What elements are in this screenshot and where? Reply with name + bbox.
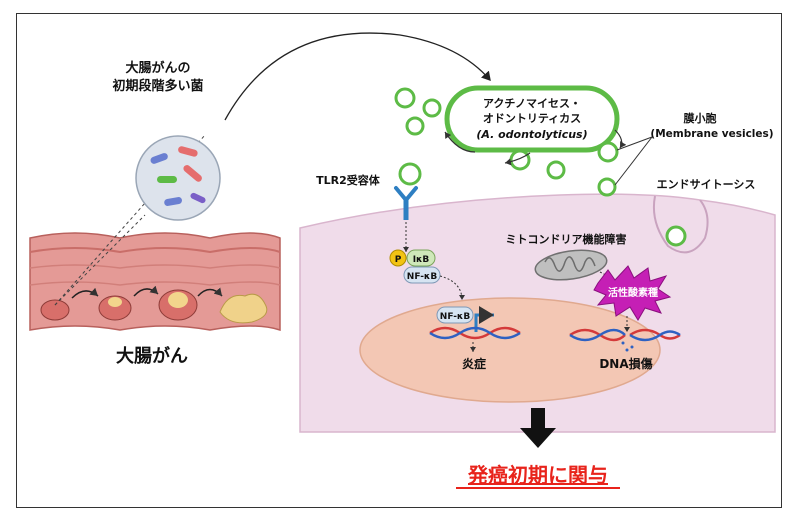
membrane-vesicles-jp: 膜小胞 (684, 111, 717, 125)
mitochondria-icon (534, 249, 608, 281)
ros-label: 活性酸素種 (608, 286, 658, 299)
nucleus (359, 297, 661, 403)
receptor-icon (394, 186, 418, 220)
burst-icon (593, 265, 672, 321)
conclusion-label: 発癌初期に関与 (467, 463, 608, 487)
nfkb-complex (389, 249, 441, 284)
bacterium-name-latin: (A. odontolyticus) (476, 128, 587, 141)
bacteria-cluster-icon (135, 135, 221, 221)
membrane-vesicles (394, 87, 687, 247)
colorectal-cancer-label: 大腸がん (116, 345, 188, 367)
phosphate-label: P (395, 255, 402, 265)
bacterium-capsule (444, 85, 620, 153)
nfkb-nucleus-label: NF-κB (440, 312, 471, 322)
ikb-label: IκB (413, 255, 430, 265)
dna-damage-helix-icon (569, 328, 681, 352)
endocytosis-label: エンドサイトーシス (657, 178, 756, 191)
bacterium-name-jp2: オドントリティカス (483, 112, 581, 125)
intestine-illustration (29, 232, 281, 332)
down-arrow-icon (520, 408, 556, 448)
inflammation-label: 炎症 (462, 356, 486, 371)
dna-damage-label: DNA損傷 (599, 356, 652, 371)
bacterium-name-jp1: アクチノマイセス・ (483, 97, 581, 110)
dna-helix-icon (429, 326, 521, 340)
nfkb-label: NF-κB (407, 272, 438, 282)
tlr2-label: TLR2受容体 (316, 173, 381, 187)
mito-label: ミトコンドリア機能障害 (506, 232, 627, 246)
bacteria-label-line1: 大腸がんの (125, 60, 190, 76)
membrane-vesicles-en: (Membrane vesicles) (650, 128, 773, 140)
bacteria-label-line2: 初期段階多い菌 (112, 78, 203, 94)
